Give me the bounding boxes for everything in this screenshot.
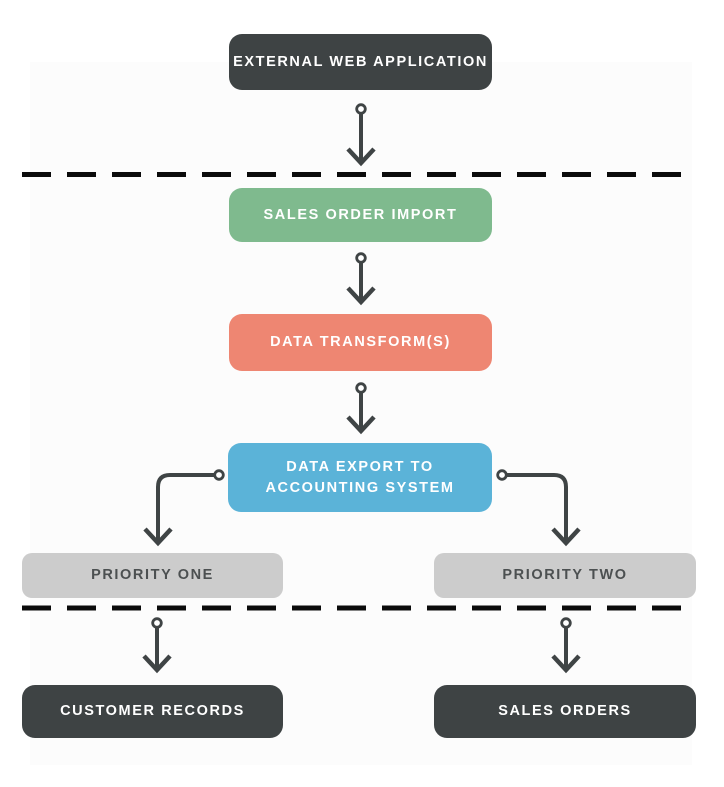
node-label: EXTERNAL WEB APPLICATION bbox=[233, 53, 488, 70]
arrow-transform-to-export bbox=[346, 382, 376, 435]
node-label: PRIORITY TWO bbox=[502, 567, 628, 583]
node-label: CUSTOMER RECORDS bbox=[60, 703, 245, 719]
node-priority-one: PRIORITY ONE bbox=[22, 553, 283, 598]
node-priority-two: PRIORITY TWO bbox=[434, 553, 696, 598]
arrow-head-icon bbox=[551, 527, 581, 547]
node-label-line2: ACCOUNTING SYSTEM bbox=[265, 479, 455, 496]
node-label-line1: DATA EXPORT TO bbox=[286, 458, 434, 475]
arrow-export-to-priority-one bbox=[143, 469, 225, 547]
arrow-start-dot bbox=[213, 469, 225, 481]
arrow-head-icon bbox=[346, 286, 376, 306]
arrow-priority-one-to-customer-records bbox=[142, 617, 172, 674]
node-customer-records: CUSTOMER RECORDS bbox=[22, 685, 283, 738]
node-label: SALES ORDER IMPORT bbox=[263, 206, 458, 223]
arrow-web-app-to-import bbox=[346, 103, 376, 167]
arrow-head-icon bbox=[551, 654, 581, 674]
node-sales-orders: SALES ORDERS bbox=[434, 685, 696, 738]
arrow-head-icon bbox=[142, 654, 172, 674]
node-sales-order-import: SALES ORDER IMPORT bbox=[229, 188, 492, 242]
node-data-export-to-accounting-system: DATA EXPORT TO ACCOUNTING SYSTEM bbox=[228, 443, 492, 512]
node-label: DATA TRANSFORM(S) bbox=[270, 334, 451, 350]
arrow-export-to-priority-two bbox=[496, 469, 581, 547]
node-label: SALES ORDERS bbox=[498, 703, 632, 719]
arrow-start-dot bbox=[151, 617, 163, 629]
arrow-priority-two-to-sales-orders bbox=[551, 617, 581, 674]
arrow-start-dot bbox=[496, 469, 508, 481]
arrow-start-dot bbox=[355, 382, 367, 394]
node-label: PRIORITY ONE bbox=[91, 567, 214, 583]
arrow-head-icon bbox=[346, 147, 376, 167]
arrow-import-to-transform bbox=[346, 252, 376, 306]
arrow-start-dot bbox=[560, 617, 572, 629]
arrow-start-dot bbox=[355, 252, 367, 264]
arrow-head-icon bbox=[346, 415, 376, 435]
node-external-web-application: EXTERNAL WEB APPLICATION bbox=[229, 34, 492, 90]
node-data-transforms: DATA TRANSFORM(S) bbox=[229, 314, 492, 371]
arrow-start-dot bbox=[355, 103, 367, 115]
arrow-head-icon bbox=[143, 527, 173, 547]
